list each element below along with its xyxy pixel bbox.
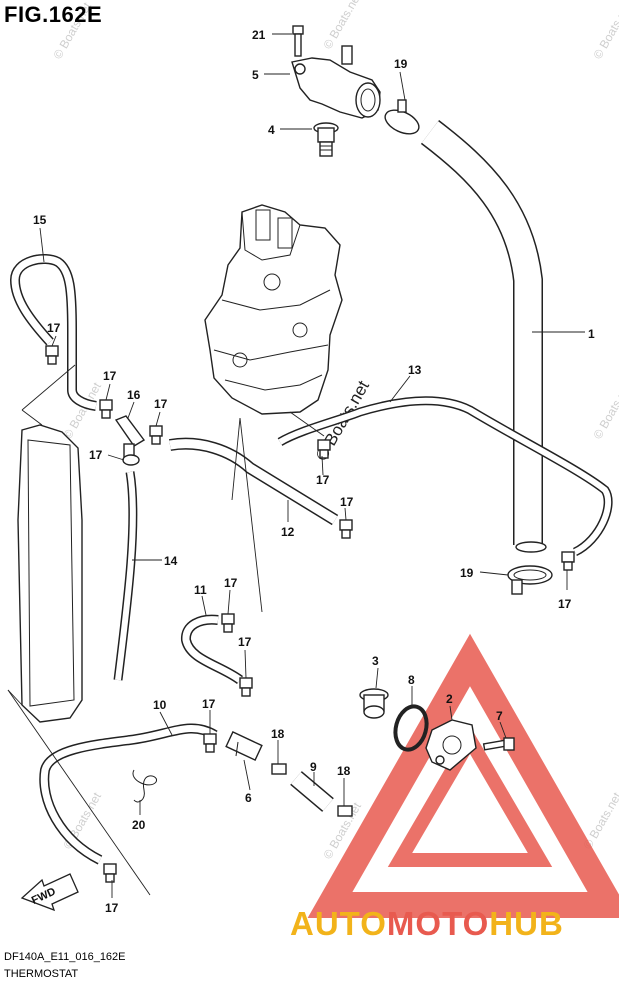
callout-7: 7 xyxy=(496,709,503,723)
callout-17-i: 17 xyxy=(238,635,252,649)
clamp-17-i xyxy=(239,677,253,697)
callout-18-a: 18 xyxy=(271,727,285,741)
engine-block xyxy=(204,204,343,415)
brand-logo-triangle xyxy=(307,633,619,918)
callout-12: 12 xyxy=(281,525,295,539)
callout-8: 8 xyxy=(408,673,415,687)
bolt-7 xyxy=(482,737,515,751)
callout-17-j: 17 xyxy=(202,697,216,711)
hose-14 xyxy=(113,471,138,681)
callout-19-top: 19 xyxy=(394,57,408,71)
clamp-19-bottom xyxy=(507,565,553,595)
figure-title: FIG.162E xyxy=(4,2,103,27)
watermark-2: © Boats.net xyxy=(320,0,364,51)
watermark-3: © Boats.net xyxy=(590,0,619,61)
callouts: 21 5 19 4 15 1 13 17 17 16 17 17 17 17 1… xyxy=(33,28,595,915)
clamp-17-h xyxy=(221,613,235,633)
hose-9 xyxy=(290,771,334,812)
callout-19-bottom: 19 xyxy=(460,566,474,580)
callout-6: 6 xyxy=(245,791,252,805)
figure-caption: THERMOSTAT xyxy=(4,968,79,980)
hose-13 xyxy=(277,396,613,557)
callout-17-c: 17 xyxy=(154,397,168,411)
fitting-16 xyxy=(114,415,146,461)
hose-15 xyxy=(9,254,97,411)
callout-17-e: 17 xyxy=(316,473,330,487)
leader-lines xyxy=(7,33,585,898)
valve-3 xyxy=(359,688,389,719)
callout-17-f: 17 xyxy=(340,495,354,509)
callout-17-h: 17 xyxy=(224,576,238,590)
callout-10: 10 xyxy=(153,698,167,712)
callout-13: 13 xyxy=(408,363,422,377)
callout-9: 9 xyxy=(310,760,317,774)
clamp-17-e xyxy=(339,519,353,539)
clamp-17-d xyxy=(122,454,140,466)
clamp-17-k xyxy=(103,863,117,883)
clamp-18-a xyxy=(271,763,287,775)
clamp-17-b xyxy=(99,399,113,419)
callout-17-d: 17 xyxy=(89,448,103,462)
clip-20 xyxy=(132,769,157,803)
hose-1 xyxy=(420,120,547,553)
jacket-cover xyxy=(17,424,83,723)
clamp-17-c xyxy=(149,425,163,445)
callout-5: 5 xyxy=(252,68,259,82)
callout-17-b: 17 xyxy=(103,369,117,383)
fwd-arrow-icon: FWD xyxy=(20,873,79,912)
callout-2: 2 xyxy=(446,692,453,706)
bolt-21 xyxy=(292,25,304,57)
hose-11 xyxy=(181,614,243,685)
brand-wordmark: AUTOMOTOHUB xyxy=(290,905,564,943)
callout-3: 3 xyxy=(372,654,379,668)
callout-14: 14 xyxy=(164,554,178,568)
callout-11: 11 xyxy=(194,583,207,597)
callout-20: 20 xyxy=(132,818,146,832)
thermostat-4 xyxy=(313,122,339,157)
callout-15: 15 xyxy=(33,213,47,227)
cover-2 xyxy=(425,719,477,771)
watermark-5: © Boats.net xyxy=(590,379,619,441)
clamp-17-g xyxy=(561,551,575,571)
clamp-19-top xyxy=(384,99,420,135)
brand-part-moto: MOTO xyxy=(386,905,490,942)
clamp-17-f xyxy=(317,439,331,459)
clamp-17-a xyxy=(45,345,59,365)
callout-1: 1 xyxy=(588,327,595,341)
clamp-18-b xyxy=(337,805,353,817)
hose-10 xyxy=(39,723,218,865)
figure-code: DF140A_E11_016_162E xyxy=(4,951,126,963)
brand-part-auto: AUTO xyxy=(290,905,387,942)
callout-18-b: 18 xyxy=(337,764,351,778)
hose-12 xyxy=(169,437,339,526)
thermostat-housing xyxy=(291,45,381,119)
callout-21: 21 xyxy=(252,28,266,42)
oring-8 xyxy=(393,704,429,752)
valve-6 xyxy=(225,731,263,761)
callout-17-k: 17 xyxy=(105,901,119,915)
clamp-17-j xyxy=(203,733,217,753)
callout-4: 4 xyxy=(268,123,275,137)
callout-17-a: 17 xyxy=(47,321,61,335)
brand-part-hub: HUB xyxy=(489,905,564,942)
callout-17-g: 17 xyxy=(558,597,572,611)
callout-16: 16 xyxy=(127,388,141,402)
